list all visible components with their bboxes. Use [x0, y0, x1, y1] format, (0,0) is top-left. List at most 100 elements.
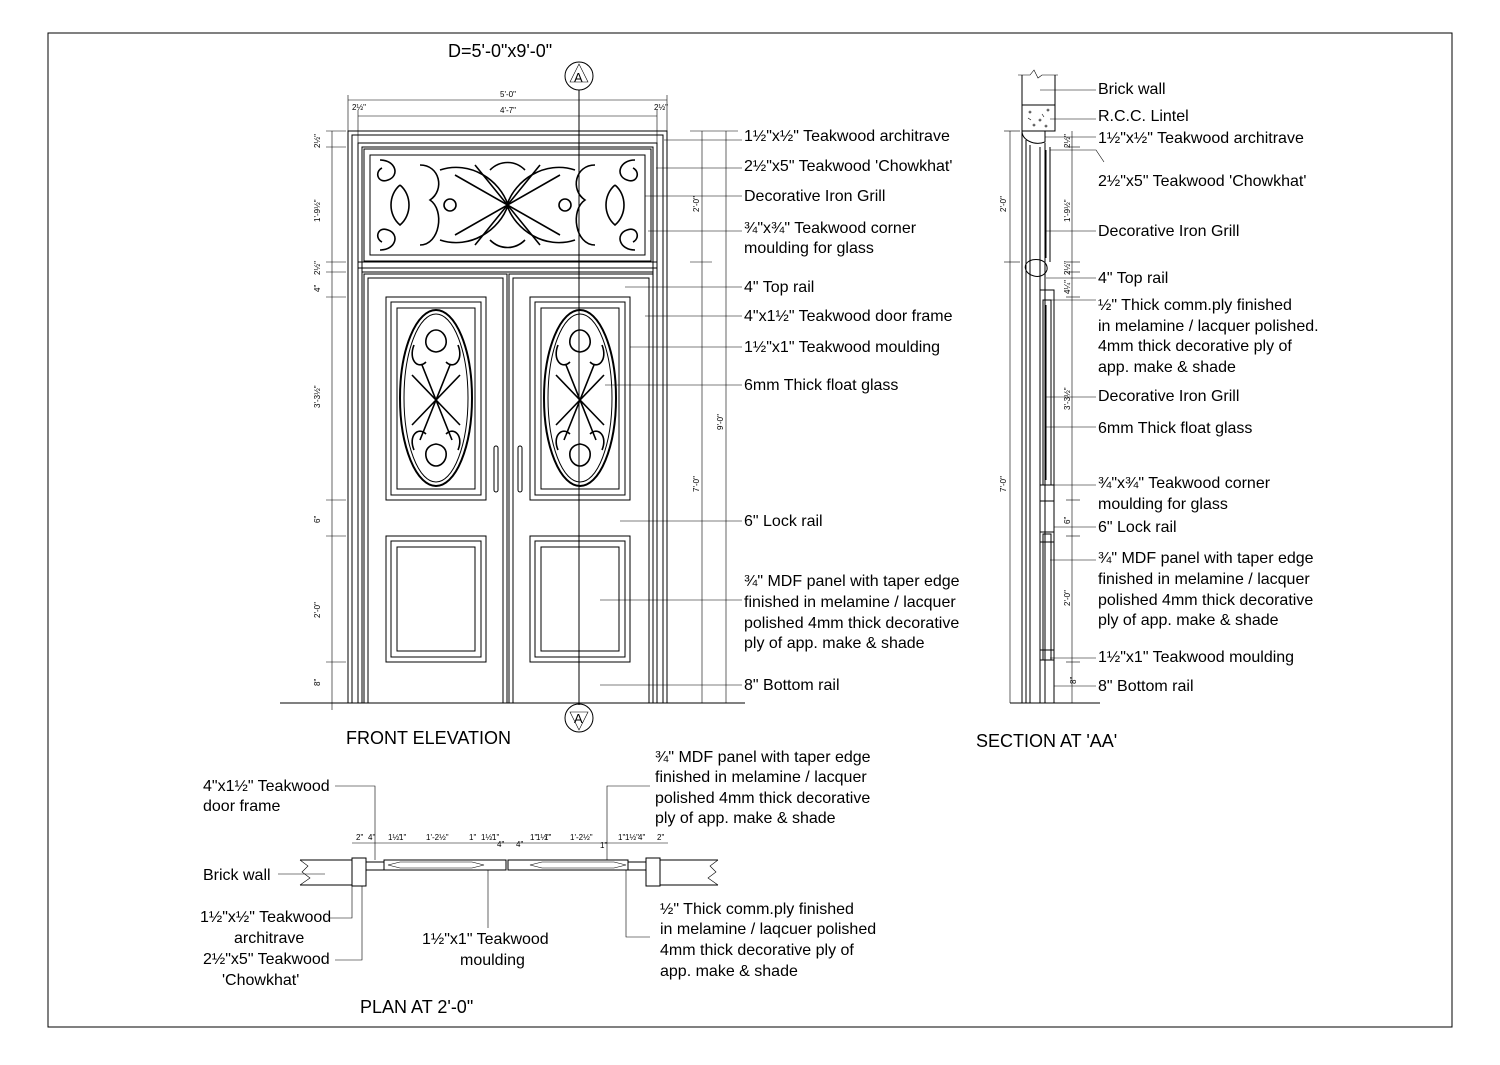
section-label-ply-4: app. make & shade — [1098, 359, 1236, 376]
plan-label-mdf-4: ply of app. make & shade — [655, 810, 836, 827]
front-label-mdf-4: ply of app. make & shade — [744, 635, 925, 652]
section-label-architrave: 1½"x½" Teakwood architrave — [1098, 130, 1304, 147]
section-label-chowkhat: 2½"x5" Teakwood 'Chowkhat' — [1098, 173, 1306, 190]
front-label-chowkhat: 2½"x5" Teakwood 'Chowkhat' — [744, 158, 952, 175]
plan-dimensions: 2" 4" 1½" 1" 1'-2½" 1" 1½" 1" 4" 4" 1" 1… — [352, 833, 668, 850]
front-label-top-rail: 4" Top rail — [744, 279, 814, 296]
svg-text:8": 8" — [1069, 677, 1078, 684]
front-label-door-frame: 4"x1½" Teakwood door frame — [744, 308, 953, 325]
plan-label-mdf-3: polished 4mm thick decorative — [655, 790, 870, 807]
section-label-corner-moulding: ¾"x¾" Teakwood corner — [1098, 475, 1271, 492]
left-oval-grill — [411, 329, 461, 467]
section-label-top-rail: 4" Top rail — [1098, 270, 1168, 287]
plan-labels: 4"x1½" Teakwood door frame Brick wall 1½… — [200, 749, 876, 989]
svg-text:2'-0": 2'-0" — [313, 602, 322, 618]
svg-text:1": 1" — [492, 833, 499, 842]
plan-label-brick-wall: Brick wall — [203, 867, 271, 884]
section-label-mdf-4: ply of app. make & shade — [1098, 612, 1279, 629]
plan-label-chowkhat-2: 'Chowkhat' — [222, 972, 299, 989]
plan-label-moulding-2: moulding — [460, 952, 525, 969]
svg-text:4": 4" — [313, 285, 322, 292]
section-marker-top: A — [564, 61, 594, 91]
section-title: SECTION AT 'AA' — [976, 731, 1117, 751]
front-label-architrave: 1½"x½" Teakwood architrave — [744, 128, 950, 145]
svg-text:1": 1" — [618, 833, 625, 842]
svg-text:1'-9½": 1'-9½" — [313, 199, 322, 222]
section-label-lock-rail: 6" Lock rail — [1098, 519, 1177, 536]
section-label-iron-grill: Decorative Iron Grill — [1098, 223, 1239, 240]
front-label-corner-moulding: ¾"x¾" Teakwood corner — [744, 220, 917, 237]
section-drawing — [1010, 69, 1100, 704]
plan-label-ply-3: 4mm thick decorative ply of — [660, 942, 854, 959]
section-label-mdf-3: polished 4mm thick decorative — [1098, 592, 1313, 609]
svg-text:4": 4" — [368, 833, 375, 842]
front-elevation-title: FRONT ELEVATION — [346, 728, 511, 748]
section-dimensions: 2'-0" 7'-0" 2½" 1'-9½" 2½" 4¼" 3'-3½" 6"… — [999, 130, 1080, 703]
svg-text:2'-0": 2'-0" — [1063, 590, 1072, 606]
svg-text:4": 4" — [638, 833, 645, 842]
plan-label-architrave-2: architrave — [234, 930, 304, 947]
section-label-mdf-2: finished in melamine / lacquer — [1098, 571, 1310, 588]
svg-text:4": 4" — [497, 840, 504, 849]
front-label-moulding: 1½"x1" Teakwood moulding — [744, 339, 940, 356]
plan-label-ply-4: app. make & shade — [660, 963, 798, 980]
section-leaders — [1040, 89, 1105, 687]
section-label-ply-1: ½" Thick comm.ply finished — [1098, 297, 1292, 314]
section-label-bottom-rail: 8" Bottom rail — [1098, 678, 1194, 695]
svg-text:7'-0": 7'-0" — [999, 476, 1008, 492]
svg-text:2": 2" — [356, 833, 363, 842]
plan-label-mdf-2: finished in melamine / lacquer — [655, 769, 867, 786]
svg-text:A: A — [574, 711, 583, 726]
front-label-mdf-1: ¾" MDF panel with taper edge — [744, 573, 960, 590]
svg-text:1": 1" — [530, 833, 537, 842]
svg-text:A: A — [574, 70, 583, 85]
svg-text:3'-3½": 3'-3½" — [1063, 387, 1072, 410]
front-door-frame — [347, 130, 668, 703]
svg-text:1'-2½": 1'-2½" — [570, 833, 593, 842]
section-label-float-glass: 6mm Thick float glass — [1098, 420, 1252, 437]
section-marker-bottom: A — [564, 703, 594, 733]
right-shutter — [508, 273, 654, 704]
svg-text:1": 1" — [600, 841, 607, 850]
section-label-iron-grill-2: Decorative Iron Grill — [1098, 388, 1239, 405]
plan-drawing — [299, 857, 719, 887]
svg-text:1'-2½": 1'-2½" — [426, 833, 449, 842]
svg-text:1'-9½": 1'-9½" — [1063, 199, 1072, 222]
front-label-mdf-2: finished in melamine / lacquer — [744, 594, 956, 611]
section-label-corner-moulding-2: moulding for glass — [1098, 496, 1228, 513]
front-right-dimensions: 2'-0" 9'-0" 7'-0" — [690, 130, 738, 703]
section-label-moulding: 1½"x1" Teakwood moulding — [1098, 649, 1294, 666]
section-label-mdf-1: ¾" MDF panel with taper edge — [1098, 550, 1314, 567]
svg-text:8": 8" — [313, 679, 322, 686]
front-leaders — [600, 139, 742, 686]
svg-text:6": 6" — [1063, 517, 1072, 524]
front-label-float-glass: 6mm Thick float glass — [744, 377, 898, 394]
svg-text:1½": 1½" — [481, 833, 495, 842]
front-labels: 1½"x½" Teakwood architrave 2½"x5" Teakwo… — [744, 128, 960, 694]
svg-text:2'-0": 2'-0" — [692, 196, 701, 212]
plan-leaders — [278, 785, 650, 961]
svg-text:1½": 1½" — [536, 833, 550, 842]
front-label-lock-rail: 6" Lock rail — [744, 513, 823, 530]
svg-text:4": 4" — [516, 840, 523, 849]
svg-text:3'-3½": 3'-3½" — [313, 385, 322, 408]
svg-text:1": 1" — [399, 833, 406, 842]
svg-text:4'-7": 4'-7" — [500, 106, 516, 115]
svg-text:2½": 2½" — [1063, 261, 1072, 275]
right-oval-grill — [555, 329, 605, 467]
front-left-dimensions: 2½" 1'-9½" 2½" 4" 3'-3½" 6" 2'-0" 8" — [313, 130, 346, 710]
plan-label-architrave-1: 1½"x½" Teakwood — [200, 909, 331, 926]
front-top-dimensions: 5'-0" 4'-7" 2½" 2½" — [347, 90, 668, 143]
plan-label-chowkhat-1: 2½"x5" Teakwood — [203, 951, 330, 968]
svg-text:5'-0": 5'-0" — [500, 90, 516, 99]
svg-text:2½": 2½" — [352, 103, 366, 112]
section-labels: Brick wall R.C.C. Lintel 1½"x½" Teakwood… — [1098, 81, 1319, 695]
section-label-ply-3: 4mm thick decorative ply of — [1098, 338, 1292, 355]
svg-text:2'-0": 2'-0" — [999, 196, 1008, 212]
svg-text:2": 2" — [657, 833, 664, 842]
section-label-brick-wall: Brick wall — [1098, 81, 1166, 98]
plan-label-moulding-1: 1½"x1" Teakwood — [422, 931, 549, 948]
svg-text:1": 1" — [544, 833, 551, 842]
svg-text:1½": 1½" — [625, 833, 639, 842]
